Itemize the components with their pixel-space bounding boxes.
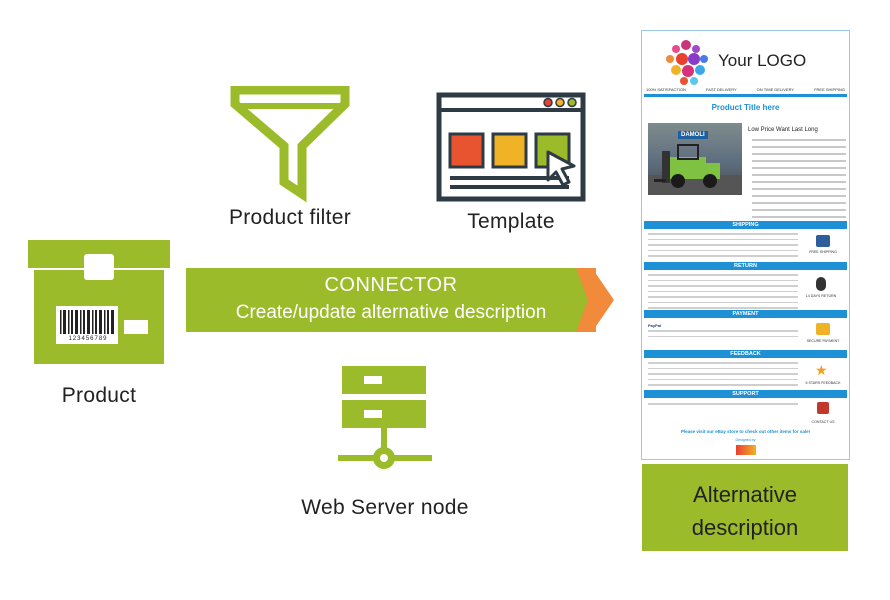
preview-section-shipping: SHIPPING <box>644 221 847 229</box>
preview-product-title: Product Title here <box>711 103 780 112</box>
watch-icon <box>816 277 826 291</box>
preview-feature: FAST DELIVERY <box>705 87 737 92</box>
preview-brand-sign: DAMOLI <box>678 131 708 139</box>
preview-footer-link: Please visit our eBay store to check out… <box>680 429 811 434</box>
funnel-icon <box>230 86 350 203</box>
server-icon <box>338 366 432 469</box>
connector-bar <box>186 268 596 332</box>
barcode-number: 123456789 <box>68 336 108 342</box>
preview-promo-heading: Low Price Want Last Long <box>748 127 818 133</box>
preview-separator <box>644 94 847 97</box>
preview-section-support: SUPPORT <box>644 390 847 398</box>
card-icon <box>816 323 830 335</box>
mailbox-icon <box>817 402 829 414</box>
preview-return-text <box>648 274 798 313</box>
star-icon: ★ <box>815 362 828 378</box>
preview-icon-label: CONTACT US <box>811 420 835 424</box>
preview-icon-label: 5 STARS FEEDBACK <box>805 381 841 385</box>
preview-product-photo: DAMOLI <box>648 123 742 195</box>
connector-title: CONNECTOR <box>324 274 458 296</box>
preview-payment-text <box>648 330 798 341</box>
product-filter-node: Product filter <box>210 86 370 246</box>
preview-shipping-text <box>648 233 798 261</box>
preview-support-text <box>648 403 798 409</box>
preview-section-feedback: FEEDBACK <box>644 350 847 358</box>
template-label: Template <box>467 210 555 233</box>
logo-icon <box>666 40 708 85</box>
web-server-node: Web Server node <box>301 364 468 534</box>
preview-footer-designed: Designed by <box>735 438 756 442</box>
connector-arrow-head <box>592 268 614 332</box>
web-server-label: Web Server node <box>301 496 469 519</box>
preview-section-return: RETURN <box>644 262 847 270</box>
preview-icon-label: FREE SHIPPING <box>809 250 837 254</box>
preview-top-features: 100% SATISFACTION FAST DELIVERY ON TIME … <box>646 87 845 92</box>
preview-icon-label: 14 DAYS RETURN <box>805 294 837 298</box>
preview-section-payment: PAYMENT <box>644 310 847 318</box>
preview-feature: FREE SHIPPING <box>814 87 845 92</box>
product-box-icon <box>28 240 170 364</box>
preview-icon-label: SECURE PAYMENT <box>806 339 840 343</box>
connector-arrow: CONNECTOR Create/update alternative desc… <box>186 268 614 332</box>
template-window-icon <box>436 92 586 202</box>
alternative-description-line1: Alternative <box>693 482 797 507</box>
product-filter-label: Product filter <box>228 206 352 229</box>
preview-feature: ON TIME DELIVERY <box>756 87 795 92</box>
preview-payment-provider: PayPal <box>648 323 662 328</box>
alternative-description-preview: Your LOGO 100% SATISFACTION FAST DELIVER… <box>641 30 850 460</box>
alternative-description-node: Alternative description <box>642 464 848 551</box>
alternative-description-label: Alternative description <box>642 478 848 544</box>
product-label: Product <box>61 384 137 407</box>
alternative-description-line2: description <box>691 515 799 540</box>
ship-icon <box>816 235 830 247</box>
connector-subtitle: Create/update alternative description <box>235 302 547 323</box>
product-node: 123456789 Product <box>24 236 174 416</box>
preview-logo-text: Your LOGO <box>718 51 807 70</box>
designer-logo-icon <box>736 445 756 455</box>
preview-feature: 100% SATISFACTION <box>646 87 686 92</box>
preview-feature-list <box>752 139 846 223</box>
forklift-icon <box>648 144 742 195</box>
barcode-icon <box>60 310 114 334</box>
template-node: Template <box>436 92 586 242</box>
